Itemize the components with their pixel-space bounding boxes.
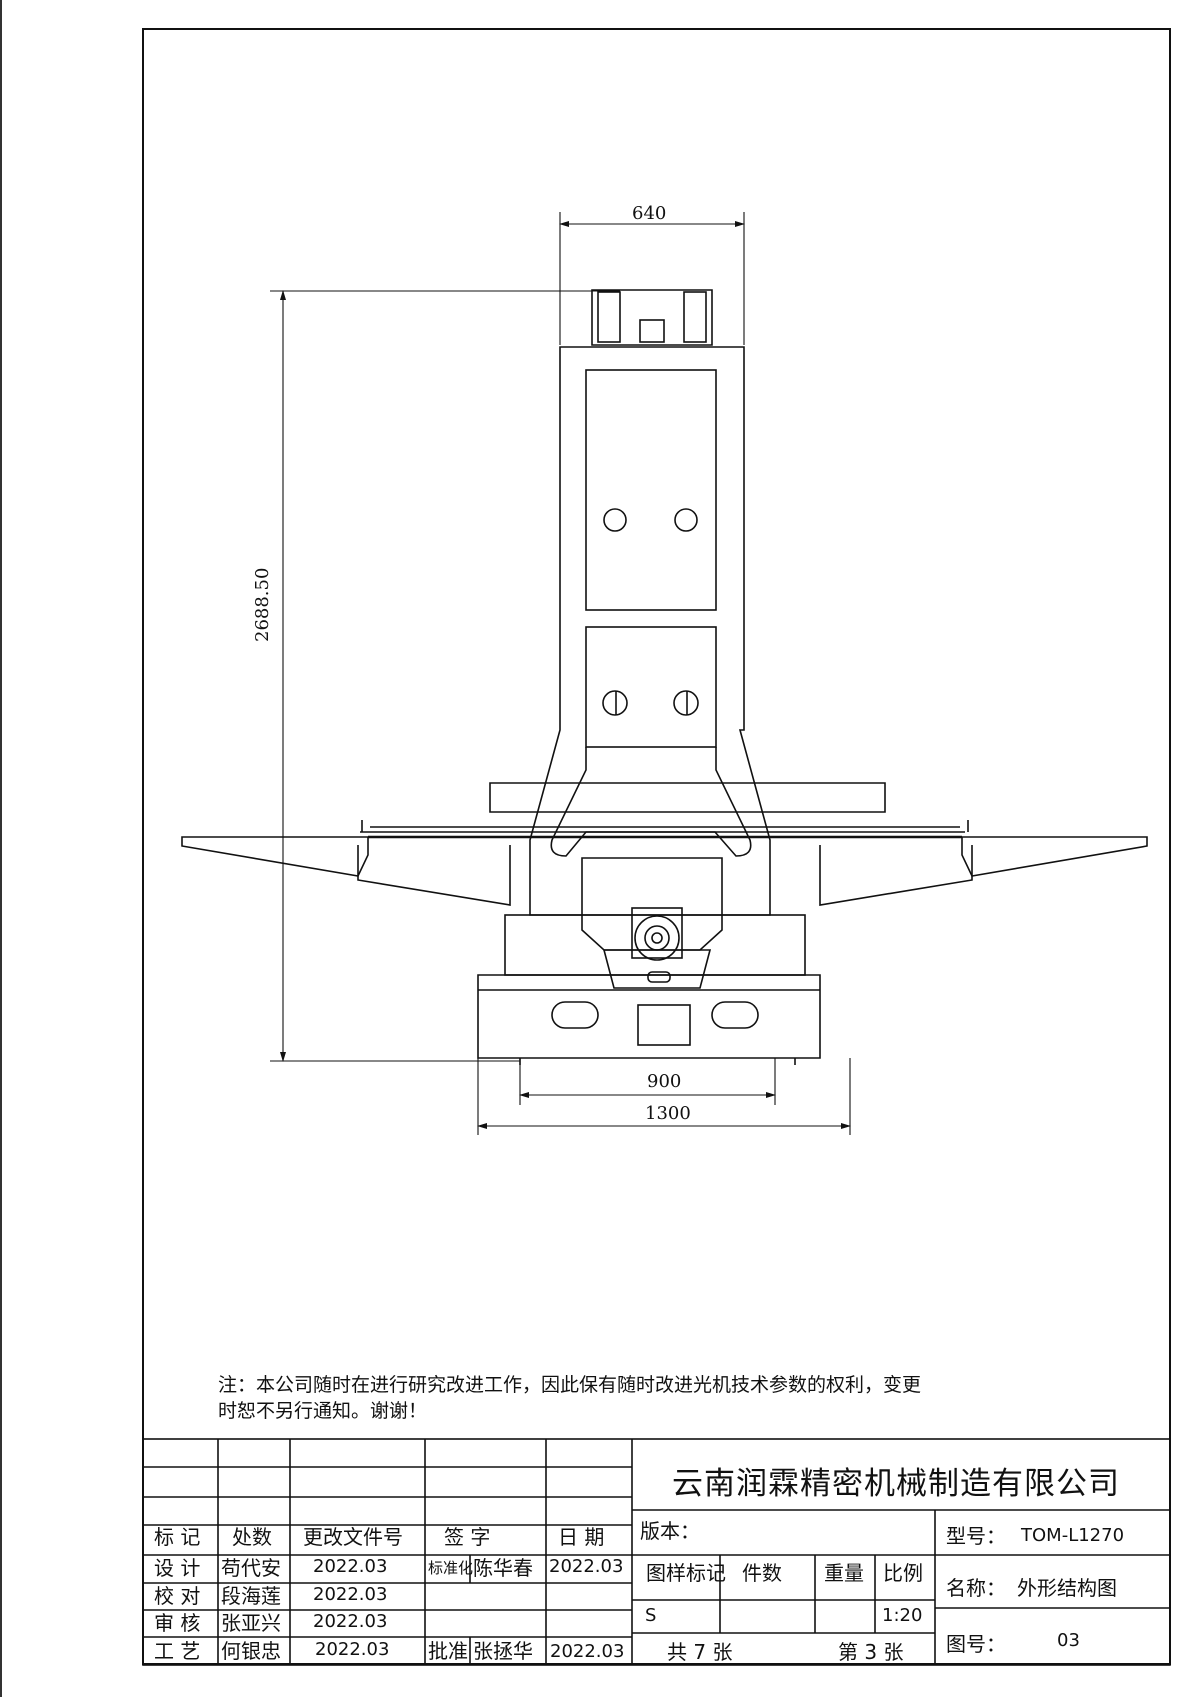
standardize-label: 标准化 (428, 1559, 474, 1577)
sheet-number: 第 3 张 (838, 1640, 904, 1664)
weight-label: 重量 (824, 1561, 864, 1585)
spindle (634, 915, 680, 961)
drawing-frame (142, 28, 1171, 1665)
role-review: 审 核 (154, 1611, 201, 1635)
note: 注：本公司随时在进行研究改进工作，因此保有随时改进光机技术参数的权利，变更 时恕… (218, 1372, 1098, 1424)
header-sign: 签 字 (444, 1525, 491, 1549)
total-sheets: 共 7 张 (667, 1640, 733, 1664)
date-review: 2022.03 (313, 1611, 388, 1632)
quantity-label: 件数 (742, 1561, 782, 1585)
header-mark: 标 记 (154, 1525, 201, 1549)
bed-right-slot (711, 1001, 759, 1029)
drawing-no-label: 图号： (946, 1632, 1006, 1656)
sample-mark-label: 图样标记 (646, 1561, 726, 1585)
dim-base-outer: 1300 (645, 1103, 691, 1124)
dim-height: 2688.50 (252, 567, 273, 642)
drawing-no-value: 03 (1057, 1630, 1080, 1651)
date-design: 2022.03 (313, 1556, 388, 1577)
right-side-table (961, 836, 1148, 877)
model-value: TOM-L1270 (1021, 1525, 1125, 1546)
scale-value: 1:20 (882, 1605, 923, 1626)
column-upper-window (585, 369, 717, 611)
sample-value: S (645, 1605, 657, 1626)
right-saddle (819, 845, 973, 906)
column-body (529, 346, 771, 916)
left-saddle (357, 845, 511, 906)
sheet-edge-line (0, 0, 2, 1697)
bed-left-slot (551, 1001, 599, 1029)
approve-name: 张拯华 (473, 1639, 533, 1663)
version-label: 版本： (640, 1519, 700, 1543)
header-doc: 更改文件号 (303, 1525, 403, 1549)
note-line-1: 注：本公司随时在进行研究改进工作，因此保有随时改进光机技术参数的权利，变更 (218, 1374, 922, 1396)
header-count: 处数 (232, 1525, 272, 1549)
role-check: 校 对 (154, 1584, 201, 1608)
standardize-name: 陈华春 (473, 1556, 533, 1580)
left-side-table (181, 836, 369, 877)
role-design: 设 计 (154, 1556, 201, 1580)
approve-label: 批准 (428, 1639, 468, 1663)
upper-rail-plate (489, 782, 886, 813)
date-process: 2022.03 (315, 1639, 390, 1660)
note-line-2: 时恕不另行通知。谢谢！ (218, 1400, 428, 1422)
name-design: 苟代安 (221, 1556, 281, 1580)
name-check: 段海莲 (221, 1584, 281, 1608)
name-review: 张亚兴 (221, 1611, 281, 1635)
name-value: 外形结构图 (1017, 1576, 1117, 1600)
date-check: 2022.03 (313, 1584, 388, 1605)
model-label: 型号： (946, 1524, 1006, 1548)
title-block-grid (142, 1438, 1171, 1666)
name-label: 名称： (946, 1576, 1006, 1600)
name-process: 何银忠 (221, 1639, 281, 1663)
standardize-date: 2022.03 (549, 1556, 624, 1577)
approve-date: 2022.03 (550, 1641, 625, 1662)
role-process: 工 艺 (154, 1639, 201, 1663)
dim-top-width: 640 (632, 203, 667, 224)
header-date: 日 期 (558, 1525, 605, 1549)
dim-base-inner: 900 (647, 1071, 682, 1092)
scale-label: 比例 (883, 1561, 923, 1585)
column-lower-window (585, 626, 717, 748)
column-top-clamp (591, 289, 713, 346)
company-name: 云南润霖精密机械制造有限公司 (672, 1466, 1120, 1502)
